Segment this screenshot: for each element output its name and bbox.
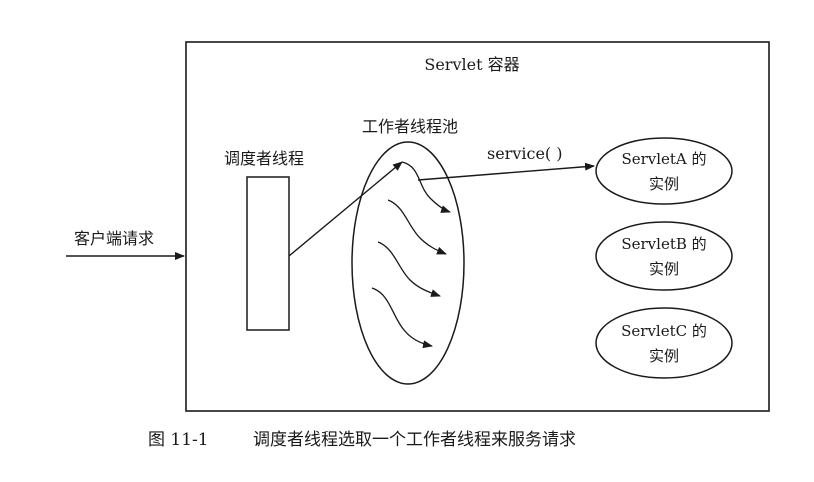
servlet-container-box xyxy=(185,41,770,412)
servlet-a-sub: 实例 xyxy=(649,175,679,193)
worker-thread-4 xyxy=(371,287,433,349)
servlet-b-instance xyxy=(595,221,733,291)
worker-pool-label: 工作者线程池 xyxy=(362,117,458,136)
dispatcher-thread-box xyxy=(246,176,290,331)
service-call-label: service( ) xyxy=(487,144,562,163)
servlet-container-title: Servlet 容器 xyxy=(424,55,519,74)
worker-thread-2 xyxy=(387,199,447,255)
figure-caption: 调度者线程选取一个工作者线程来服务请求 xyxy=(253,430,576,450)
worker-thread-1 xyxy=(401,161,451,213)
figure-number: 图 11-1 xyxy=(148,430,209,450)
servlet-c-name: ServletC 的 xyxy=(621,322,707,340)
servlet-b-sub: 实例 xyxy=(649,260,679,278)
servlet-a-name: ServletA 的 xyxy=(621,150,706,168)
servlet-b-name: ServletB 的 xyxy=(621,235,706,253)
servlet-c-sub: 实例 xyxy=(649,347,679,365)
servlet-a-instance xyxy=(595,137,733,205)
service-call-arrow xyxy=(417,162,595,181)
dispatcher-thread-label: 调度者线程 xyxy=(224,149,304,168)
servlet-c-instance xyxy=(595,307,733,379)
client-request-label: 客户端请求 xyxy=(74,229,154,248)
worker-pool-ellipse xyxy=(351,141,465,385)
dispatch-arrow xyxy=(288,161,403,257)
worker-thread-3 xyxy=(377,241,441,297)
